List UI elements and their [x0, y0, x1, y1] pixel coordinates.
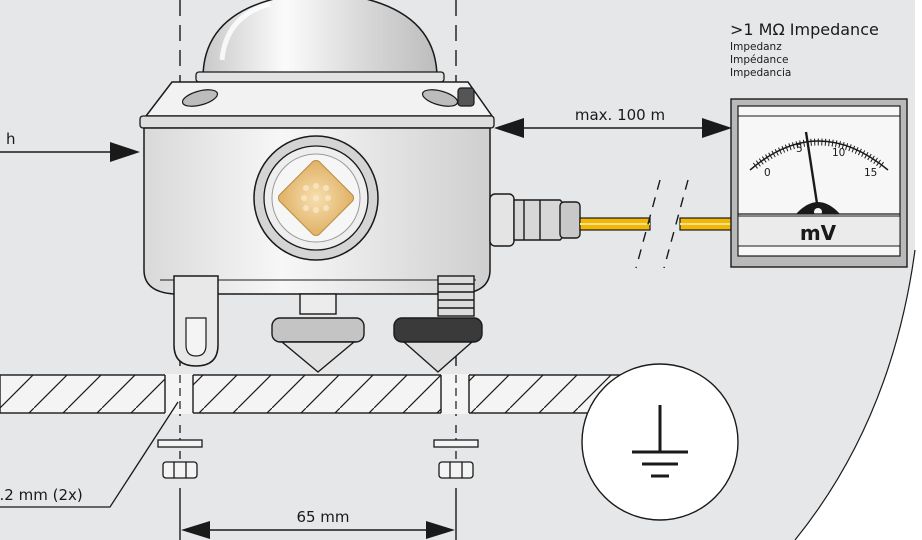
impedance-spanish: Impedancia	[730, 67, 791, 79]
voltmeter: 0 5 10 15 mV	[730, 98, 908, 268]
cable-arrow-right	[702, 118, 732, 138]
hole-leader-line	[0, 401, 179, 508]
mounting-hole-left	[165, 374, 193, 414]
dome-highlight	[219, 1, 271, 61]
meter-scale-15: 15	[864, 167, 877, 179]
cable-length-label: max. 100 m	[575, 106, 665, 124]
mount-spacing-dimension	[179, 488, 457, 540]
dim-arrow-left	[181, 521, 210, 539]
cable-connector	[489, 193, 581, 247]
flange-rim	[139, 115, 495, 129]
dim-arrow-right	[426, 521, 455, 539]
flange-slot-right	[421, 89, 459, 107]
mounting-hole-right	[441, 374, 469, 414]
panel-edge	[794, 249, 916, 540]
sensor-element-texture	[301, 183, 331, 213]
dome-ring	[195, 71, 445, 83]
impedance-german: Impedanz	[730, 41, 782, 53]
washer-nut-right	[433, 425, 479, 479]
meter-scale-5: 5	[796, 143, 803, 155]
cable-arrow-left	[494, 118, 524, 138]
cable-break-marks	[635, 179, 689, 269]
meter-unit-label: mV	[800, 221, 837, 245]
pivot-screw	[814, 208, 822, 216]
support-leg-slot	[185, 317, 207, 357]
meter-scale-10: 10	[832, 147, 845, 159]
flange-slot-left	[181, 89, 219, 107]
hole-diameter-label: 5.2 mm (2x)	[0, 486, 83, 504]
meter-needle	[804, 131, 820, 211]
meter-scale-ticks	[752, 138, 886, 169]
meter-unit-window	[737, 215, 901, 247]
ground-symbol-icon	[632, 405, 688, 478]
impedance-french: Impédance	[730, 54, 788, 66]
leveling-foot-left	[271, 293, 365, 373]
leveling-foot-right	[393, 275, 483, 373]
height-label: h	[6, 130, 16, 148]
level-knob	[457, 87, 475, 107]
mounting-plate-hatch	[0, 375, 698, 413]
mount-spacing-label: 65 mm	[296, 508, 349, 526]
sensor-dome	[202, 0, 438, 79]
height-arrow	[110, 142, 140, 162]
meter-scale-0: 0	[764, 167, 771, 179]
washer-nut-left	[157, 425, 203, 479]
impedance-title: >1 MΩ Impedance	[730, 20, 879, 39]
